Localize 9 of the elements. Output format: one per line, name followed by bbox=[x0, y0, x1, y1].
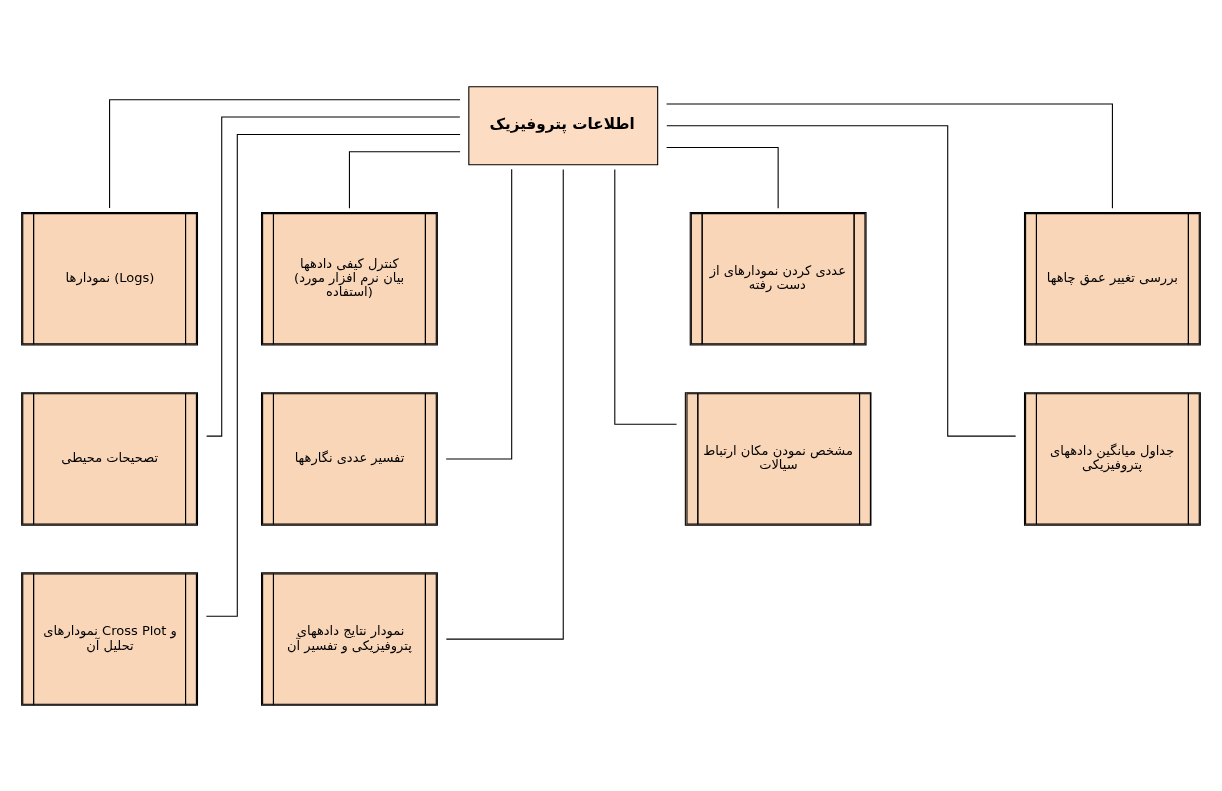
connector bbox=[666, 103, 1113, 209]
connector bbox=[109, 98, 461, 209]
connector bbox=[666, 124, 1017, 437]
connector bbox=[666, 146, 779, 209]
connector bbox=[348, 150, 461, 209]
connector bbox=[445, 168, 513, 459]
connector bbox=[614, 168, 678, 425]
connector bbox=[205, 133, 461, 617]
connector bbox=[445, 168, 564, 640]
